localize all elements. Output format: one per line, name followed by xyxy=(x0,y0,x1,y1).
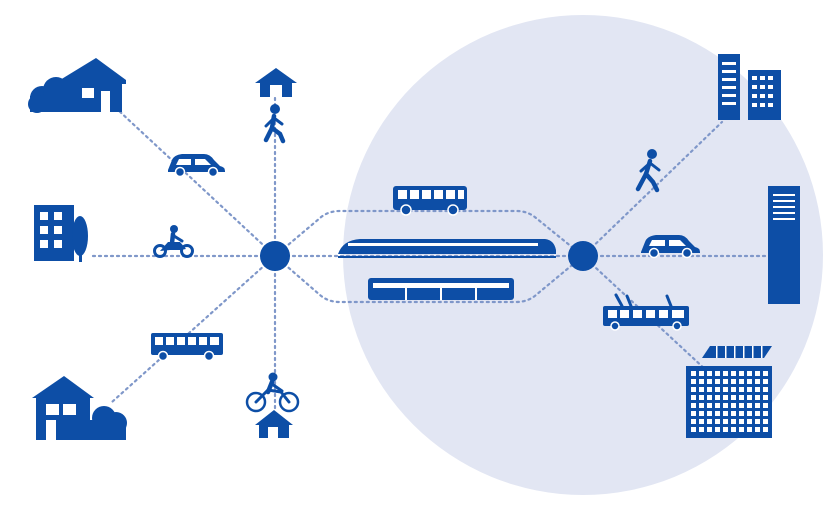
car-icon xyxy=(641,235,700,259)
office-towers-icon xyxy=(718,54,781,120)
pedestrian-icon xyxy=(263,104,286,144)
spoke-line-house-trees xyxy=(116,108,277,258)
trunk-line-lower xyxy=(273,254,585,304)
destination-hub xyxy=(568,241,598,271)
connection-lines xyxy=(90,96,770,410)
home-icon xyxy=(255,410,293,438)
bus-icon xyxy=(151,333,223,362)
home-icon xyxy=(255,68,297,97)
pedestrian-icon xyxy=(635,149,661,193)
apartment-building-icon xyxy=(34,205,88,262)
spoke-line-house-bush xyxy=(110,254,277,404)
solar-office-block-icon xyxy=(686,346,772,438)
bicycle-icon xyxy=(245,372,300,413)
high-speed-train-icon xyxy=(338,239,556,258)
tall-tower-icon xyxy=(768,186,800,304)
house-with-bush-icon xyxy=(32,376,127,440)
motorcycle-icon xyxy=(153,225,194,258)
tram-icon xyxy=(603,293,689,331)
origin-hub xyxy=(260,241,290,271)
regional-train-icon xyxy=(368,278,514,300)
spoke-line-office-towers xyxy=(581,120,724,258)
bus-icon xyxy=(393,186,467,216)
trunk-line-upper xyxy=(273,209,585,258)
house-with-trees-icon xyxy=(28,58,126,113)
car-icon xyxy=(168,154,225,178)
